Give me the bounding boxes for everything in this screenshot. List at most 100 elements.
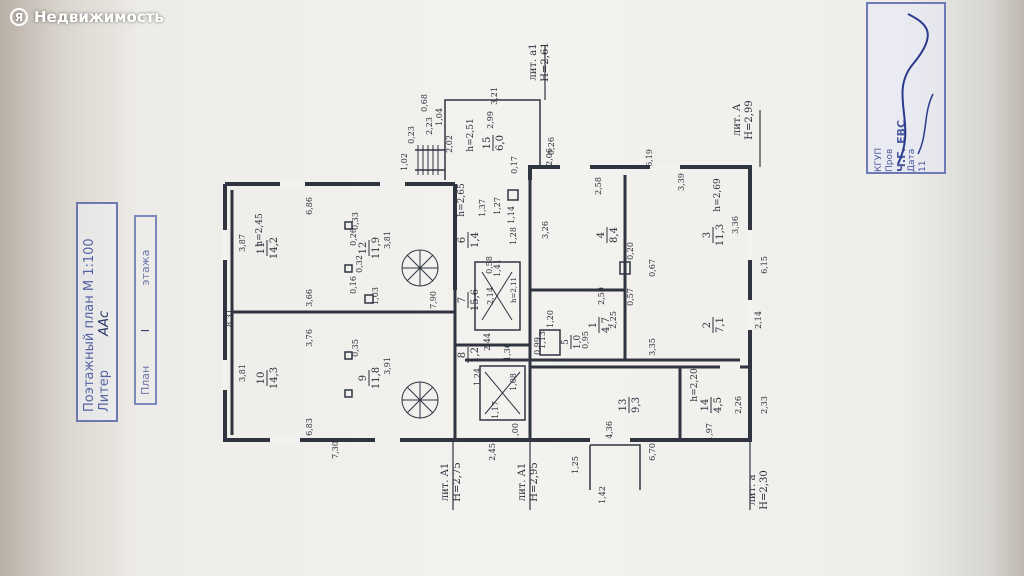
room-2-area: 7,1 [715,317,726,333]
dimension-label: 2,14 [486,287,495,305]
dimension-label: 0,17 [510,156,519,174]
dimension-label: 3,91 [383,357,392,375]
dimension-label: 2,45 [488,443,497,461]
room-9-num: 9 [358,375,369,381]
dimension-label: 0,58 [485,256,494,274]
dimension-label: 3,81 [238,364,247,382]
dimension-label: 1,28 [509,227,518,245]
liter-name: лит. A1 [440,463,451,502]
interior-walls [230,175,750,440]
room-5-num: 5 [561,339,571,345]
dimension-label: 0,68 [420,94,429,112]
dimension-label: 1,41 [493,259,502,277]
dimension-label: 1,03 [371,287,380,305]
stair-hatch [417,145,521,415]
dimension-label: 8,31 [225,309,234,327]
signature-mark [897,13,934,165]
dimension-label: 3,87 [238,234,247,252]
dimension-label: 1,00 [511,423,520,441]
dimension-label: 7,90 [429,291,438,309]
liter-height: H=2,99 [744,100,755,139]
floor-value: I [139,329,152,333]
dimension-label: 0,95 [581,331,590,349]
dimension-label: 2,14 [754,311,763,329]
dimension-label: 7,30 [331,441,340,459]
dimension-label: 0,57 [626,288,635,306]
dimension-label: 0,26 [349,228,358,246]
stamp-liter-value: ААс [97,310,112,336]
dimension-label: 2,23 [425,117,434,135]
dimension-label: 3,76 [305,329,314,347]
room-15-area: 6,0 [495,135,506,151]
room-8-num: 8 [457,352,468,358]
stamp-liter-label: Литер [97,369,112,412]
dimension-label: 3,66 [305,289,314,307]
dimension-label: 2,33 [760,396,769,414]
height-label: h=2,69 [713,178,723,212]
dimension-label: 6,70 [648,443,657,461]
room-6-area: 1,4 [470,232,481,248]
liter-height: H=2,61 [540,42,551,81]
room-4-num: 4 [596,232,607,238]
dimension-label: 1,27 [493,197,502,215]
dimension-label: 2,02 [445,135,454,153]
dimension-label: 6,19 [645,149,654,167]
dimension-label: 1,24 [473,368,482,386]
dimension-label: 3,81 [383,231,392,249]
room-8-area: 1,2 [470,347,481,363]
dimension-label: 1,97 [705,423,714,441]
height-label: h=2,65 [457,183,467,217]
liter-height: H=2,30 [759,470,770,509]
room-13-area: 9,3 [631,397,642,413]
dimension-label: 0,23 [407,126,416,144]
room-12-area: 11,9 [371,237,382,259]
dimension-label: 3,39 [677,173,686,191]
dimension-label: 1,20 [546,310,555,328]
room-7-area: 15,6 [470,289,481,311]
dimension-label: 2,25 [609,311,618,329]
room-4-area: 8,4 [609,227,620,243]
dimension-label: 3,21 [490,87,499,105]
dimension-label: 1,14 [507,206,516,224]
room-1-num: 1 [588,322,599,328]
dimension-labels: 8,313,873,666,863,813,766,837,303,813,91… [225,87,769,504]
spiral-stairs [401,249,439,419]
room-11-num: 11 [256,242,267,255]
thin-walls [415,99,641,490]
dimension-label: 2,99 [486,111,495,129]
liter-name: лит. A [732,103,743,136]
floor-stamp: План I этажа [134,205,157,405]
dimension-label: 4,36 [605,421,614,439]
dimension-label: 3,26 [541,221,550,239]
height-labels: h=2,45 h=2,65 h=2,51 h=2,69 h=2,20 h=2,1… [255,118,723,401]
dimension-label: 2,58 [594,177,603,195]
dimension-label: 1,42 [598,486,607,504]
approval-stamp: КГУП Пров Ч.Г. ЕВС Дата 11 [866,2,946,174]
floor-suffix: этажа [139,249,152,286]
room-7-num: 7 [457,297,468,303]
columns [344,189,631,398]
room-1-area: 4,7 [601,317,612,333]
liter-height: H=2,95 [529,462,540,501]
dimension-label: 2,06 [545,148,554,166]
room-14-area: 4,5 [713,397,724,413]
height-label: h=2,20 [690,368,700,402]
dimension-label: 1,36 [503,343,512,361]
liter-height: H=2,75 [452,462,463,501]
room-10-num: 10 [256,372,267,385]
dimension-label: 2,59 [597,287,606,305]
dimension-label: 3,35 [648,338,657,356]
dimension-label: 1,37 [478,199,487,217]
dimension-label: 0,99 [533,337,542,355]
dimension-label: 0,20 [626,242,635,260]
room-11-area: 14,2 [269,237,280,259]
dimension-label: 0,33 [351,212,360,230]
liter-name: лит. a [747,475,758,506]
dimension-label: 0,67 [648,259,657,277]
room-13-num: 13 [618,399,629,412]
dimension-label: 0,32 [355,255,364,273]
floor-label: План [139,365,152,395]
